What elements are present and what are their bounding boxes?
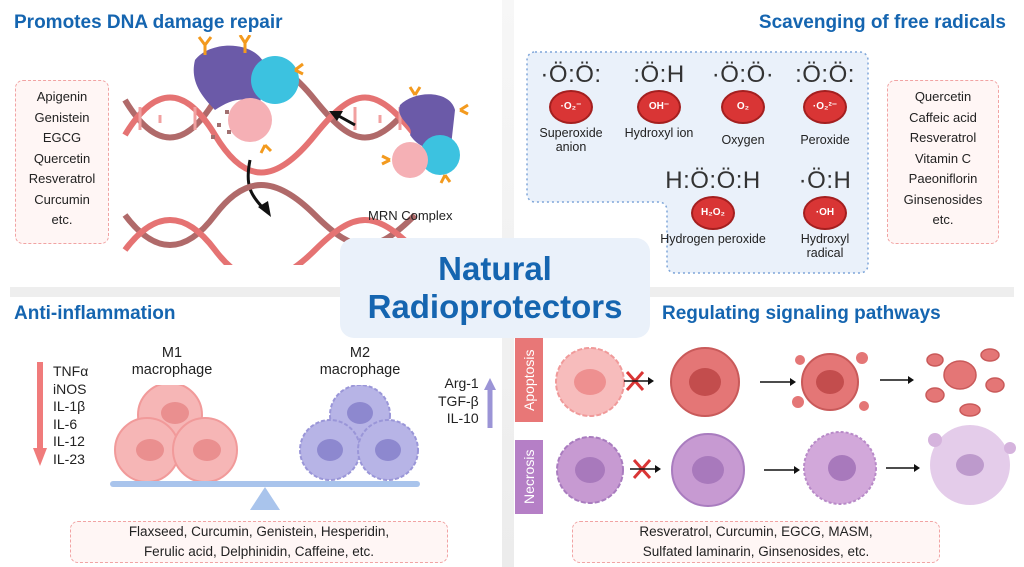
molecule-badge: H₂O₂ (691, 196, 735, 230)
signaling-title: Regulating signaling pathways (662, 303, 941, 324)
molecule-name: Hydrogen peroxide (660, 232, 766, 246)
molecule-superoxide-anion: ·Ö:Ö: ·O₂⁻ Superoxide anion (530, 60, 612, 154)
down-arrow-icon (33, 362, 47, 466)
dna-repair-illustration (122, 35, 469, 265)
compound-item: Vitamin C (914, 150, 972, 166)
compound-item: Quercetin (33, 150, 91, 166)
molecule-name: Hydroxyl radical (800, 232, 850, 260)
molecule-formula: ·Ö:H (798, 167, 852, 194)
molecule-name: Oxygen (721, 133, 765, 147)
compound-item: Paeoniflorin (908, 171, 978, 186)
cytokine-item: iNOS (53, 380, 87, 397)
molecule-name: Peroxide (800, 133, 850, 147)
mrn-complex-label: MRN Complex (368, 208, 453, 223)
cytokine-item: TGF-β (438, 392, 479, 409)
apoptosis-pathway (555, 347, 1005, 417)
radical-box-outline (526, 51, 869, 274)
apoptotic-bodies-icon (925, 348, 1005, 417)
cytokine-item: IL-6 (53, 415, 78, 432)
compound-line: Resveratrol, Curcumin, EGCG, MASM, (639, 524, 873, 539)
molecule-peroxide: :Ö:Ö: ·O₂²⁻ Peroxide (784, 60, 866, 147)
free-radicals-compound-list: Quercetin Caffeic acid Resveratrol Vitam… (887, 80, 999, 244)
free-radicals-title: Scavenging of free radicals (758, 12, 1006, 33)
m1-label-line: M1 (161, 345, 183, 361)
cytokine-item: Arg-1 (444, 375, 479, 391)
signaling-compound-list: Resveratrol, Curcumin, EGCG, MASM, Sulfa… (572, 521, 940, 563)
cytokine-item: IL-1β (53, 398, 86, 414)
compound-item: Curcumin (34, 191, 90, 207)
cytokine-item: IL-10 (446, 410, 479, 426)
m1-macrophage-icon (114, 385, 238, 483)
central-title-line1: Natural (438, 250, 552, 287)
compound-item: Quercetin (914, 89, 972, 104)
dna-repair-compound-list: Apigenin Genistein EGCG Quercetin Resver… (15, 80, 109, 244)
molecule-hydrogen-peroxide: H:Ö:Ö:H H₂O₂ Hydrogen peroxide (658, 166, 768, 246)
molecule-formula: :Ö:H (633, 61, 685, 88)
macrophage-balance-illustration (110, 385, 420, 510)
molecule-hydroxyl-ion: :Ö:H OH⁻ Hydroxyl ion (618, 60, 700, 140)
compound-item: EGCG (42, 130, 82, 145)
compound-line: Flaxseed, Curcumin, Genistein, Hesperidi… (128, 524, 390, 539)
arrow-left-icon (336, 113, 356, 127)
m2-macrophage-label: M2 macrophage (300, 345, 420, 379)
molecule-badge: ·O₂²⁻ (803, 90, 847, 124)
anti-inflammation-compound-list: Flaxseed, Curcumin, Genistein, Hesperidi… (70, 521, 448, 563)
molecule-formula: ·Ö:Ö· (711, 61, 775, 88)
cytokine-item: IL-12 (53, 433, 85, 449)
apoptosis-label: Apoptosis (515, 338, 543, 422)
upregulated-cytokine-list: Arg-1 TGF-β IL-10 (438, 375, 479, 428)
compound-item: Caffeic acid (909, 109, 977, 125)
molecule-formula: ·Ö:Ö: (540, 61, 602, 88)
molecule-name: Superoxide anion (539, 126, 603, 154)
compound-item: Genistein (34, 109, 90, 125)
cell-death-pathways-illustration (555, 347, 1016, 507)
balance-fulcrum (250, 487, 280, 510)
mrn-complex-icon (381, 86, 469, 184)
m1-label-line: macrophage (131, 362, 213, 378)
compound-line: Sulfated laminarin, Ginsenosides, etc. (642, 544, 870, 559)
anti-inflammation-title: Anti-inflammation (14, 303, 176, 324)
compound-item: etc. (51, 212, 73, 227)
m2-macrophage-icon (299, 385, 419, 481)
necrosis-label: Necrosis (515, 440, 543, 514)
blebbing-cell-icon (792, 352, 869, 411)
dna-repair-title: Promotes DNA damage repair (14, 12, 283, 33)
molecule-name: Hydroxyl ion (624, 126, 694, 140)
m2-label-line: macrophage (319, 362, 401, 378)
balance-beam (110, 481, 420, 487)
cytokine-item: IL-23 (53, 450, 85, 467)
mrn-complex-bound-icon (193, 35, 304, 154)
central-title-box: Natural Radioprotectors (340, 238, 650, 338)
molecule-badge: ·O₂⁻ (549, 90, 593, 124)
m1-macrophage-label: M1 macrophage (112, 345, 232, 379)
up-arrow-icon (484, 378, 496, 428)
compound-item: Resveratrol (28, 171, 96, 186)
central-title-line2: Radioprotectors (367, 288, 623, 325)
molecule-badge: OH⁻ (637, 90, 681, 124)
compound-line: Ferulic acid, Delphinidin, Caffeine, etc… (143, 544, 375, 559)
molecule-hydroxyl-radical: ·Ö:H ·OH Hydroxyl radical (784, 166, 866, 260)
compound-item: Apigenin (36, 89, 88, 104)
molecule-badge: ·OH (803, 196, 847, 230)
cytokine-item: TNFα (53, 363, 89, 379)
molecule-oxygen: ·Ö:Ö· O₂ Oxygen (702, 60, 784, 147)
molecule-badge: O₂ (721, 90, 765, 124)
compound-item: etc. (932, 212, 954, 227)
necrotic-debris-icon (928, 425, 1016, 505)
necrosis-pathway (556, 425, 1016, 507)
m2-label-line: M2 (349, 345, 371, 361)
molecule-formula: H:Ö:Ö:H (665, 167, 761, 194)
compound-item: Ginsenosides (903, 191, 983, 207)
downregulated-cytokine-list: TNFα iNOS IL-1β IL-6 IL-12 IL-23 (53, 363, 88, 468)
compound-item: Resveratrol (909, 130, 977, 145)
molecule-formula: :Ö:Ö: (795, 61, 855, 88)
